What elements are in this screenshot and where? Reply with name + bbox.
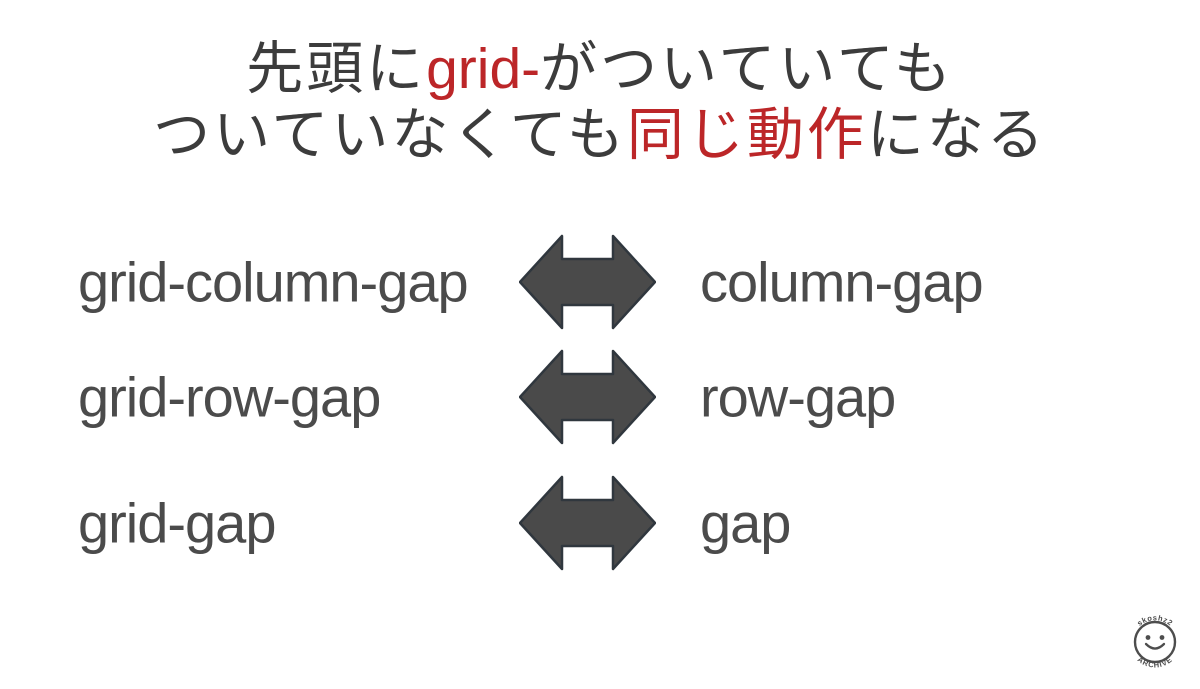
- title-line2-accent: 同じ動作: [626, 103, 867, 167]
- title-line2-part3: になる: [866, 103, 1047, 167]
- double-arrow-icon: [519, 349, 656, 445]
- title-line-1: 先頭にgrid-がついていても: [0, 36, 1200, 102]
- title-line1-accent: grid-: [426, 37, 541, 101]
- title-line1-part3: がついていても: [540, 37, 954, 101]
- logo-top-text: skoshz2: [1135, 613, 1174, 627]
- property-new-name: gap: [700, 491, 791, 555]
- equivalence-row: grid-row-gap row-gap: [0, 349, 1200, 445]
- property-new-name: row-gap: [700, 365, 896, 429]
- svg-text:skoshz2: skoshz2: [1135, 613, 1174, 627]
- property-old-name: grid-gap: [78, 491, 276, 555]
- title-line-2: ついていなくても同じ動作になる: [0, 102, 1200, 168]
- property-old-name: grid-column-gap: [78, 250, 469, 314]
- slide-title: 先頭にgrid-がついていても ついていなくても同じ動作になる: [0, 36, 1200, 168]
- svg-text:ARCHIVE: ARCHIVE: [1136, 655, 1174, 670]
- smiley-face-badge-icon: skoshz2 ARCHIVE: [1118, 606, 1192, 680]
- property-old-name: grid-row-gap: [78, 365, 381, 429]
- title-line1-part1: 先頭に: [246, 37, 427, 101]
- equivalence-row: grid-column-gap column-gap: [0, 234, 1200, 330]
- property-new-name: column-gap: [700, 250, 984, 314]
- equivalence-row: grid-gap gap: [0, 475, 1200, 571]
- double-arrow-icon: [519, 234, 656, 330]
- title-line2-part1: ついていなくても: [153, 103, 627, 167]
- double-arrow-icon: [519, 475, 656, 571]
- logo-bottom-text: ARCHIVE: [1136, 655, 1174, 670]
